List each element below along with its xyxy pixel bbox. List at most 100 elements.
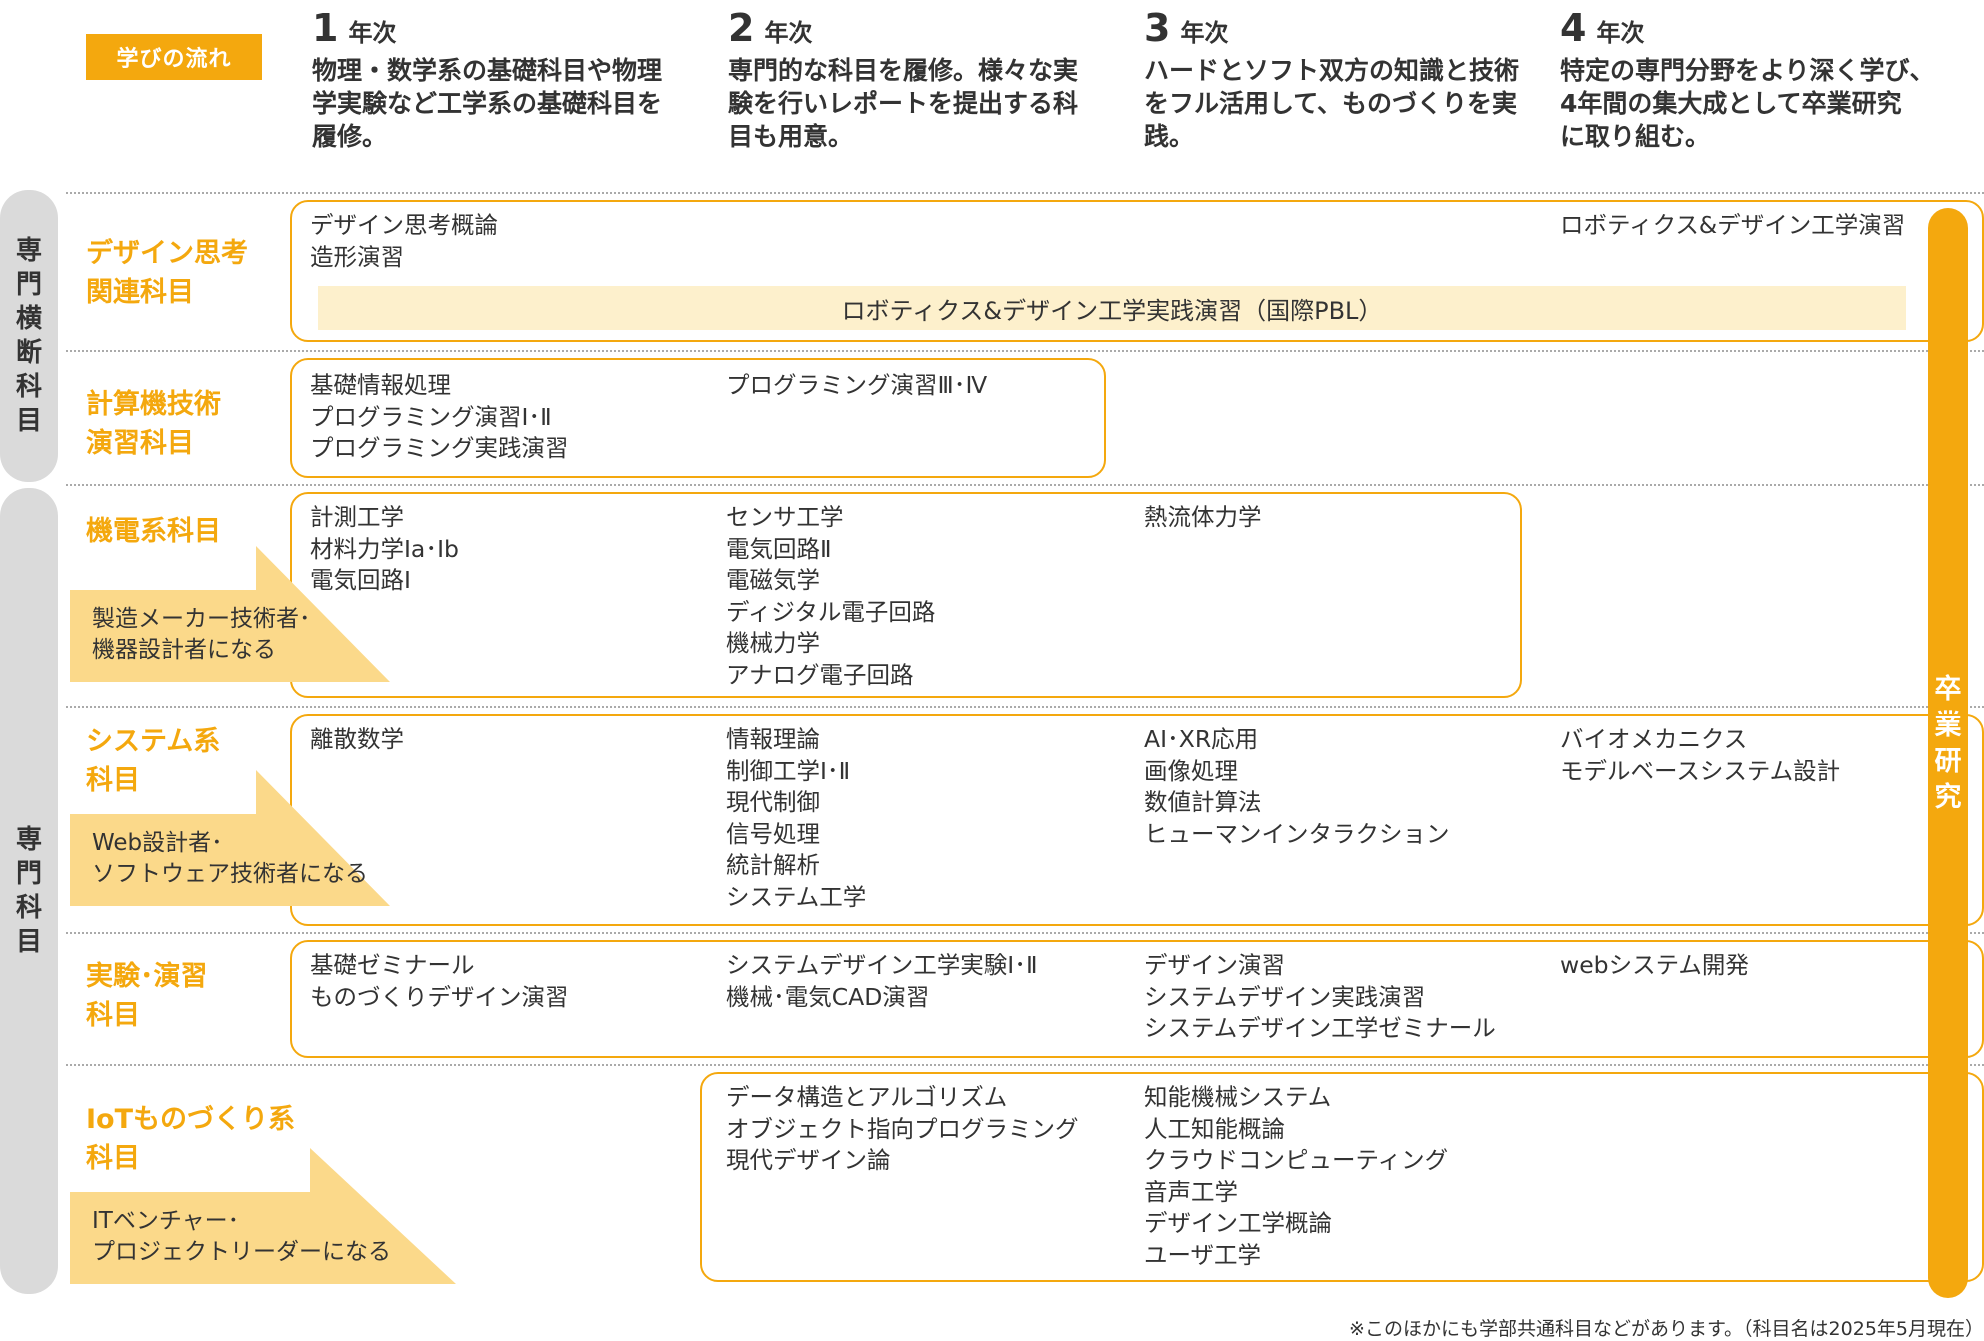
row-label-computing: 計算機技術演習科目 (86, 385, 221, 463)
text-line: ハードとソフト双方の知識と技術 (1144, 56, 1520, 85)
vertical-char: 目 (15, 927, 42, 957)
text-line: 電気回路Ⅰ (310, 566, 411, 594)
text-line: 統計解析 (726, 851, 820, 879)
system-y4: バイオメカニクスモデルベースシステム設計 (1560, 724, 1840, 787)
text-line: 演習科目 (86, 428, 194, 459)
text-line: プロジェクトリーダーになる (92, 1239, 391, 1265)
text-line: 科目 (86, 1000, 140, 1031)
text-line: 4年間の集大成として卒業研究 (1560, 89, 1902, 118)
text-line: ヒューマンインタラクション (1144, 819, 1450, 848)
pbl-band: ロボティクス&デザイン工学実践演習（国際PBL） (318, 286, 1906, 330)
text-line: 基礎ゼミナール (310, 951, 475, 979)
text-line: 物理・数学系の基礎科目や物理 (312, 56, 663, 85)
text-line: 人工知能概論 (1144, 1114, 1285, 1143)
vertical-char: 専 (15, 825, 42, 855)
graduation-research-label: 卒業研究 (1928, 672, 1968, 816)
text-line: 科目 (86, 1143, 140, 1174)
vertical-char: 門 (15, 270, 42, 300)
text-line: モデルベースシステム設計 (1560, 756, 1841, 785)
text-line: 基礎情報処理 (310, 371, 451, 399)
text-line: 機器設計者になる (92, 637, 276, 663)
text-line: 熱流体力学 (1144, 503, 1262, 531)
career-arrow-iot: ITベンチャー･プロジェクトリーダーになる (70, 1148, 456, 1284)
text-line: デザイン思考 (86, 238, 248, 269)
year-3-desc: ハードとソフト双方の知識と技術をフル活用して、ものづくりを実践。 (1144, 54, 1544, 153)
vertical-char: 究 (1934, 782, 1962, 813)
text-line: に取り組む。 (1560, 122, 1711, 151)
row-label-mech: 機電系科目 (86, 512, 221, 551)
vertical-char: 科 (15, 893, 42, 923)
row-divider (66, 932, 1984, 934)
text-line: システム系 (86, 726, 221, 757)
text-line: デザイン演習 (1144, 951, 1285, 979)
text-line: 実験･演習 (86, 961, 208, 992)
lab-y2: システムデザイン工学実験Ⅰ･Ⅱ 機械･電気CAD演習 (726, 950, 1038, 1013)
text-line: 制御工学Ⅰ･Ⅱ (726, 756, 851, 785)
text-line: ものづくりデザイン演習 (310, 982, 569, 1011)
text-line: センサ工学 (726, 503, 844, 531)
iot-y3: 知能機械システム人工知能概論クラウドコンピューティング音声工学デザイン工学概論ユ… (1144, 1082, 1448, 1271)
row-divider (66, 1064, 1984, 1066)
text-line: 機械力学 (726, 629, 820, 657)
text-line: Web設計者･ (92, 830, 223, 856)
text-line: 音声工学 (1144, 1177, 1238, 1206)
text-line: ソフトウェア技術者になる (92, 861, 368, 887)
computing-y2: プログラミング演習Ⅲ･Ⅳ (726, 370, 987, 402)
vertical-char: 断 (15, 338, 42, 368)
row-divider (66, 484, 1984, 486)
graduation-research-bar (1928, 208, 1968, 1298)
text-line: 験を行いレポートを提出する科 (728, 89, 1079, 118)
row-divider (66, 350, 1984, 352)
year-2-desc: 専門的な科目を履修。様々な実験を行いレポートを提出する科目も用意。 (728, 54, 1128, 153)
system-y1: 離散数学 (310, 724, 404, 756)
text-line: バイオメカニクス (1560, 725, 1748, 753)
row-label-design: デザイン思考関連科目 (86, 234, 248, 312)
career-arrow-mech: 製造メーカー技術者･ 機器設計者になる (70, 546, 390, 682)
text-line: ユーザ工学 (1144, 1240, 1262, 1269)
text-line: 目も用意。 (728, 122, 854, 151)
text-line: 機械･電気CAD演習 (726, 982, 930, 1011)
vertical-char: 卒 (1934, 674, 1962, 705)
design-box (290, 200, 1984, 342)
year-4-desc: 特定の専門分野をより深く学び、4年間の集大成として卒業研究に取り組む。 (1560, 54, 1960, 153)
text-line: webシステム開発 (1560, 951, 1749, 979)
text-line: 関連科目 (86, 277, 194, 308)
text-line: 数値計算法 (1144, 788, 1262, 816)
text-line: 離散数学 (310, 725, 404, 753)
group-cross-disciplinary: 専門横断科目 (0, 190, 58, 482)
text-line: 電磁気学 (726, 566, 820, 594)
text-line: システムデザイン工学ゼミナール (1144, 1014, 1496, 1042)
career-arrow-system: Web設計者･ ソフトウェア技術者になる (70, 770, 390, 906)
text-line: 現代制御 (726, 788, 820, 816)
text-line: 知能機械システム (1144, 1083, 1332, 1111)
iot-box (700, 1072, 1984, 1282)
text-line: 造形演習 (310, 242, 404, 271)
text-line: ディジタル電子回路 (726, 597, 936, 626)
text-line: 製造メーカー技術者･ (92, 606, 311, 632)
text-line: システムデザイン工学実験Ⅰ･Ⅱ (726, 951, 1038, 979)
mech-y3: 熱流体力学 (1144, 502, 1262, 534)
text-line: 機電系科目 (86, 516, 221, 547)
text-line: プログラミング演習Ⅰ･Ⅱ (310, 402, 552, 431)
computing-box (290, 358, 1106, 478)
vertical-char: 門 (15, 859, 42, 889)
text-line: 専門的な科目を履修。様々な実 (728, 56, 1079, 85)
design-y1: デザイン思考概論造形演習 (310, 210, 498, 273)
text-line: システム工学 (726, 882, 867, 911)
text-line: システムデザイン実践演習 (1144, 982, 1426, 1011)
group-specialized: 専門科目 (0, 488, 58, 1294)
row-divider (66, 706, 1984, 708)
text-line: 現代デザイン論 (726, 1146, 891, 1174)
vertical-char: 横 (15, 304, 42, 334)
text-line: デザイン思考概論 (310, 211, 498, 239)
text-line: をフル活用して、ものづくりを実践。 (1144, 89, 1518, 151)
text-line: アナログ電子回路 (726, 660, 914, 689)
row-divider (66, 192, 1984, 194)
text-line: 電気回路Ⅱ (726, 534, 832, 563)
design-y4: ロボティクス&デザイン工学演習 (1560, 210, 1905, 242)
text-line: 科目 (86, 765, 140, 796)
flow-badge: 学びの流れ (86, 34, 262, 80)
